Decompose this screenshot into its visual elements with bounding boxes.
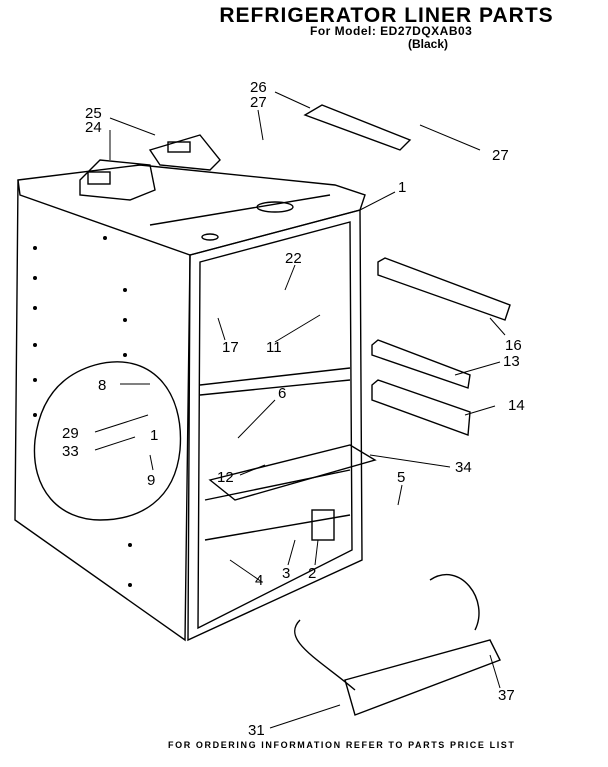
callout-6: 6 [278,385,286,402]
callout-34: 34 [455,459,472,476]
bracket [311,509,335,541]
callout-8: 8 [98,377,106,394]
drain-heater [293,573,501,716]
callout-14: 14 [508,397,525,414]
callout-13: 13 [503,353,520,370]
detail-inset [33,361,182,521]
model-label: For Model: ED27DQXAB03 [310,24,473,38]
callout-24: 24 [85,119,102,136]
callout-1: 1 [398,179,406,196]
callout-3: 3 [282,565,290,582]
callout-4: 4 [255,572,263,589]
control-housing [79,134,221,201]
shelf-rail [208,444,377,501]
page-title: REFRIGERATOR LINER PARTS [219,4,554,27]
callout-1: 1 [150,427,158,444]
callout-27: 27 [492,147,509,164]
top-strip [303,104,412,151]
color-label: (Black) [408,37,449,51]
callout-26: 26 [250,79,267,96]
callout-5: 5 [397,469,405,486]
callout-31: 31 [248,722,265,739]
callout-17: 17 [222,339,239,356]
callout-11: 11 [266,339,282,356]
callout-12: 12 [217,469,234,486]
callout-37: 37 [498,687,515,704]
callout-29: 29 [62,425,79,442]
right-parts [371,257,511,436]
leader-lines [94,91,506,729]
callout-25: 25 [85,105,102,122]
callout-27: 27 [250,94,267,111]
callout-16: 16 [505,337,522,354]
callout-33: 33 [62,443,79,460]
callout-2: 2 [308,565,316,582]
callout-labels: 26 27 27 25 24 1 22 17 11 16 13 14 8 6 2… [62,79,525,739]
callout-22: 22 [285,250,302,267]
side-holes [33,236,132,587]
callout-9: 9 [147,472,155,489]
ordering-note: FOR ORDERING INFORMATION REFER TO PARTS … [168,740,516,750]
